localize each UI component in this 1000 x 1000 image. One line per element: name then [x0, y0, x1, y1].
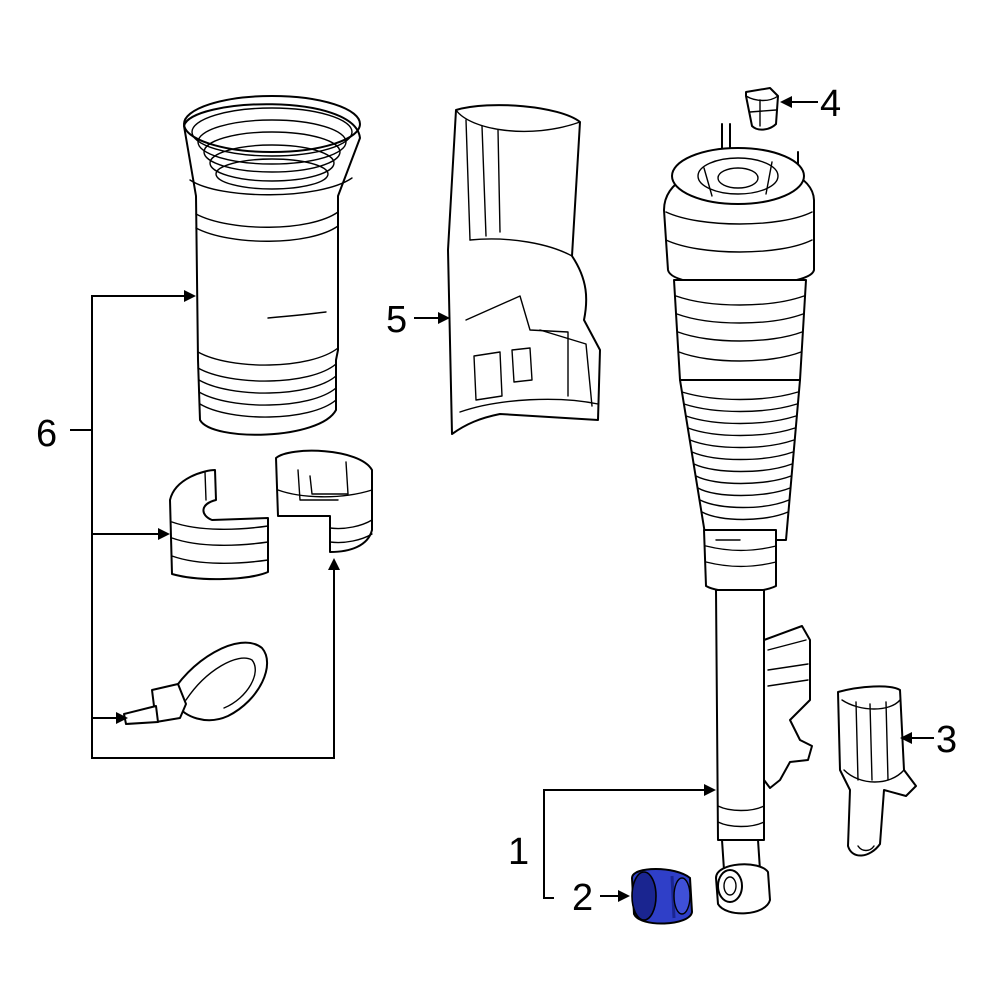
part-4-nut[interactable] [745, 87, 779, 131]
part-6-dust-boot[interactable] [183, 95, 361, 436]
leader-4 [780, 96, 818, 108]
part-6-cable-tie[interactable] [123, 641, 268, 725]
leader-3 [900, 732, 934, 744]
callout-4: 4 [820, 83, 841, 125]
leader-1 [543, 784, 716, 899]
part-6-retainer-right[interactable] [275, 449, 373, 553]
leader-2 [600, 890, 630, 902]
part-6-retainer-left[interactable] [169, 469, 269, 581]
leader-5 [414, 312, 450, 324]
callout-5: 5 [386, 299, 407, 341]
callout-1: 1 [508, 831, 529, 873]
part-1-air-strut[interactable] [663, 123, 815, 915]
leader-6 [70, 290, 340, 759]
callout-6: 6 [36, 413, 57, 455]
part-5-heat-shield[interactable] [447, 104, 601, 435]
part-2-bushing[interactable] [630, 868, 694, 925]
callout-2: 2 [572, 877, 593, 919]
callout-3: 3 [936, 719, 957, 761]
part-3-bracket[interactable] [837, 685, 917, 857]
